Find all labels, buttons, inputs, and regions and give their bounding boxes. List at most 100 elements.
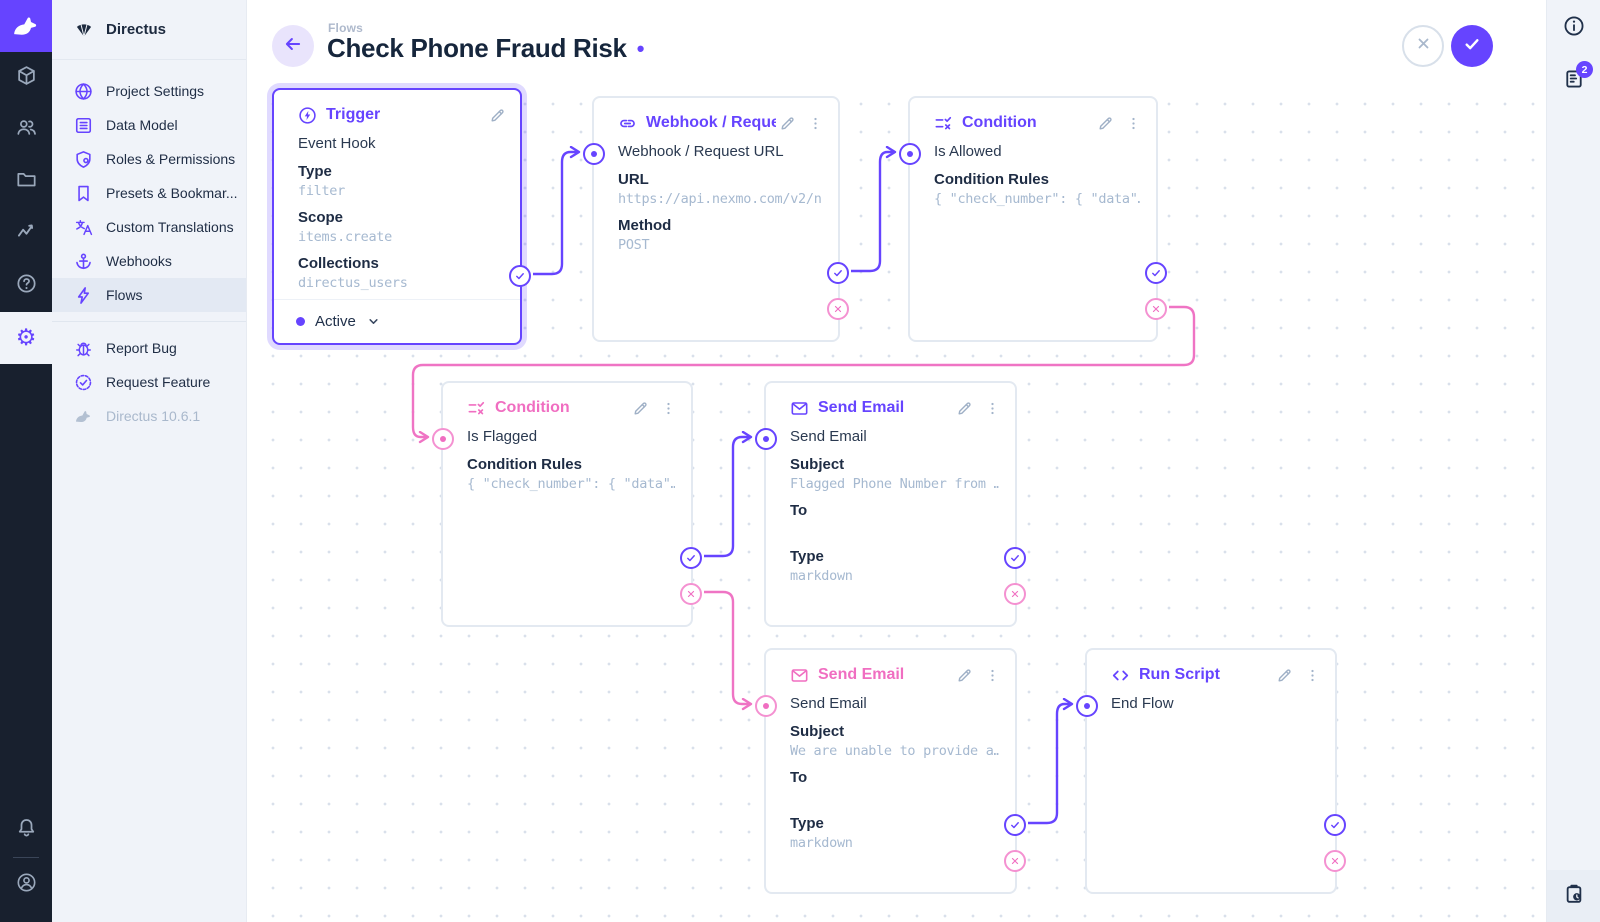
field-value: https://api.nexmo.com/v2/ni <box>618 191 822 207</box>
sidebar-item-presets-bookmar[interactable]: Presets & Bookmar... <box>52 176 246 210</box>
panel-header: Send Email <box>766 383 1015 419</box>
nav-sidebar: Directus Project Settings Data Model Rol… <box>52 0 247 922</box>
edit-icon[interactable] <box>1273 664 1295 686</box>
options-icon[interactable] <box>981 664 1003 686</box>
chevron-down-icon <box>366 314 381 329</box>
help-icon <box>16 273 37 299</box>
sidebar-item-flows[interactable]: Flows <box>52 278 246 312</box>
sidebar-item-custom-translations[interactable]: Custom Translations <box>52 210 246 244</box>
module-button-insights[interactable] <box>0 208 52 260</box>
options-icon[interactable] <box>1122 112 1144 134</box>
input-port[interactable] <box>1076 695 1098 717</box>
project-header[interactable]: Directus <box>52 0 246 60</box>
resolve-port[interactable] <box>827 262 849 284</box>
bolt-icon <box>74 286 93 305</box>
field-label: Scope <box>298 209 344 226</box>
module-button-help[interactable] <box>0 260 52 312</box>
resolve-port[interactable] <box>1004 547 1026 569</box>
field-value: { "check_number": { "data"… <box>467 476 675 492</box>
badge-check-icon <box>74 373 93 392</box>
module-nav: ⚙ <box>0 52 52 364</box>
sidebar-item-roles-permissions[interactable]: Roles & Permissions <box>52 142 246 176</box>
panel-body: End Flow <box>1087 686 1335 714</box>
input-port[interactable] <box>755 428 777 450</box>
page-title: Check Phone Fraud Risk • <box>327 33 645 63</box>
options-icon[interactable] <box>1301 664 1323 686</box>
panel-header: Condition <box>910 98 1156 134</box>
options-icon[interactable] <box>657 397 679 419</box>
flow-panel-condition-allowed[interactable]: Condition Is Allowed Condition Rules{ "c… <box>899 96 1167 342</box>
reject-port[interactable] <box>1004 583 1026 605</box>
flow-panel-condition-flagged[interactable]: Condition Is Flagged Condition Rules{ "c… <box>432 381 702 627</box>
panel-title: Run Script <box>1139 666 1220 683</box>
back-button[interactable] <box>272 25 314 67</box>
field-label: Subject <box>790 456 845 473</box>
notifications-bell-button[interactable] <box>0 807 52 853</box>
bolt-circle-icon <box>298 106 317 125</box>
save-button[interactable] <box>1451 25 1493 67</box>
panel-name: Is Flagged <box>467 428 538 445</box>
sidebar-item-project-settings[interactable]: Project Settings <box>52 74 246 108</box>
resolve-port[interactable] <box>1004 814 1026 836</box>
input-port[interactable] <box>583 143 605 165</box>
sidebar-item-request-feature[interactable]: Request Feature <box>52 365 246 399</box>
status-label: Active <box>315 313 356 330</box>
info-button[interactable] <box>1547 6 1600 50</box>
mail-icon <box>790 666 809 685</box>
edit-icon[interactable] <box>486 104 508 126</box>
directus-logo[interactable] <box>0 0 52 52</box>
options-icon[interactable] <box>981 397 1003 419</box>
field-label: Type <box>790 548 824 565</box>
user-avatar-button[interactable] <box>0 862 52 908</box>
reject-port[interactable] <box>1004 850 1026 872</box>
discard-button[interactable] <box>1402 25 1444 67</box>
trigger-status-dropdown[interactable]: Active <box>274 299 520 343</box>
sidebar-item-webhooks[interactable]: Webhooks <box>52 244 246 278</box>
activity-log-button[interactable] <box>1547 870 1600 922</box>
sidebar-item-report-bug[interactable]: Report Bug <box>52 331 246 365</box>
project-logo-icon <box>74 20 94 40</box>
input-port[interactable] <box>432 428 454 450</box>
input-port[interactable] <box>755 695 777 717</box>
resolve-port[interactable] <box>509 265 531 287</box>
panel-header: Run Script <box>1087 650 1335 686</box>
resolve-port[interactable] <box>680 547 702 569</box>
flow-panel-webhook[interactable]: Webhook / Request URL Webhook / Request … <box>583 96 849 342</box>
reject-port[interactable] <box>827 298 849 320</box>
resolve-port[interactable] <box>1324 814 1346 836</box>
sidebar-item-data-model[interactable]: Data Model <box>52 108 246 142</box>
edit-icon[interactable] <box>776 112 798 134</box>
panel-name: Is Allowed <box>934 143 1002 160</box>
field-label: Method <box>618 217 672 234</box>
rabbit-icon <box>74 407 93 426</box>
reject-port[interactable] <box>1145 298 1167 320</box>
panel-title: Condition <box>962 114 1037 131</box>
edit-icon[interactable] <box>953 664 975 686</box>
module-button-people[interactable] <box>0 104 52 156</box>
resolve-port[interactable] <box>1145 262 1167 284</box>
module-button-settings[interactable]: ⚙ <box>0 312 52 364</box>
notifications-button[interactable]: 2 <box>1547 59 1600 103</box>
sidebar-item-directus-10-6-1[interactable]: Directus 10.6.1 <box>52 399 246 433</box>
panel-name: Send Email <box>790 428 867 445</box>
reject-port[interactable] <box>680 583 702 605</box>
options-icon[interactable] <box>804 112 826 134</box>
edit-icon[interactable] <box>1094 112 1116 134</box>
flow-panel-run-script[interactable]: Run Script End Flow <box>1076 648 1346 894</box>
input-port[interactable] <box>899 143 921 165</box>
panel-header: Trigger <box>274 90 520 126</box>
rule-icon <box>467 399 486 418</box>
module-button-box[interactable] <box>0 52 52 104</box>
nav-list: Project Settings Data Model Roles & Perm… <box>52 60 246 433</box>
edit-icon[interactable] <box>953 397 975 419</box>
right-sidebar: 2 <box>1546 0 1600 922</box>
reject-port[interactable] <box>1324 850 1346 872</box>
module-button-folder[interactable] <box>0 156 52 208</box>
edit-icon[interactable] <box>629 397 651 419</box>
active-status-dot <box>296 317 305 326</box>
